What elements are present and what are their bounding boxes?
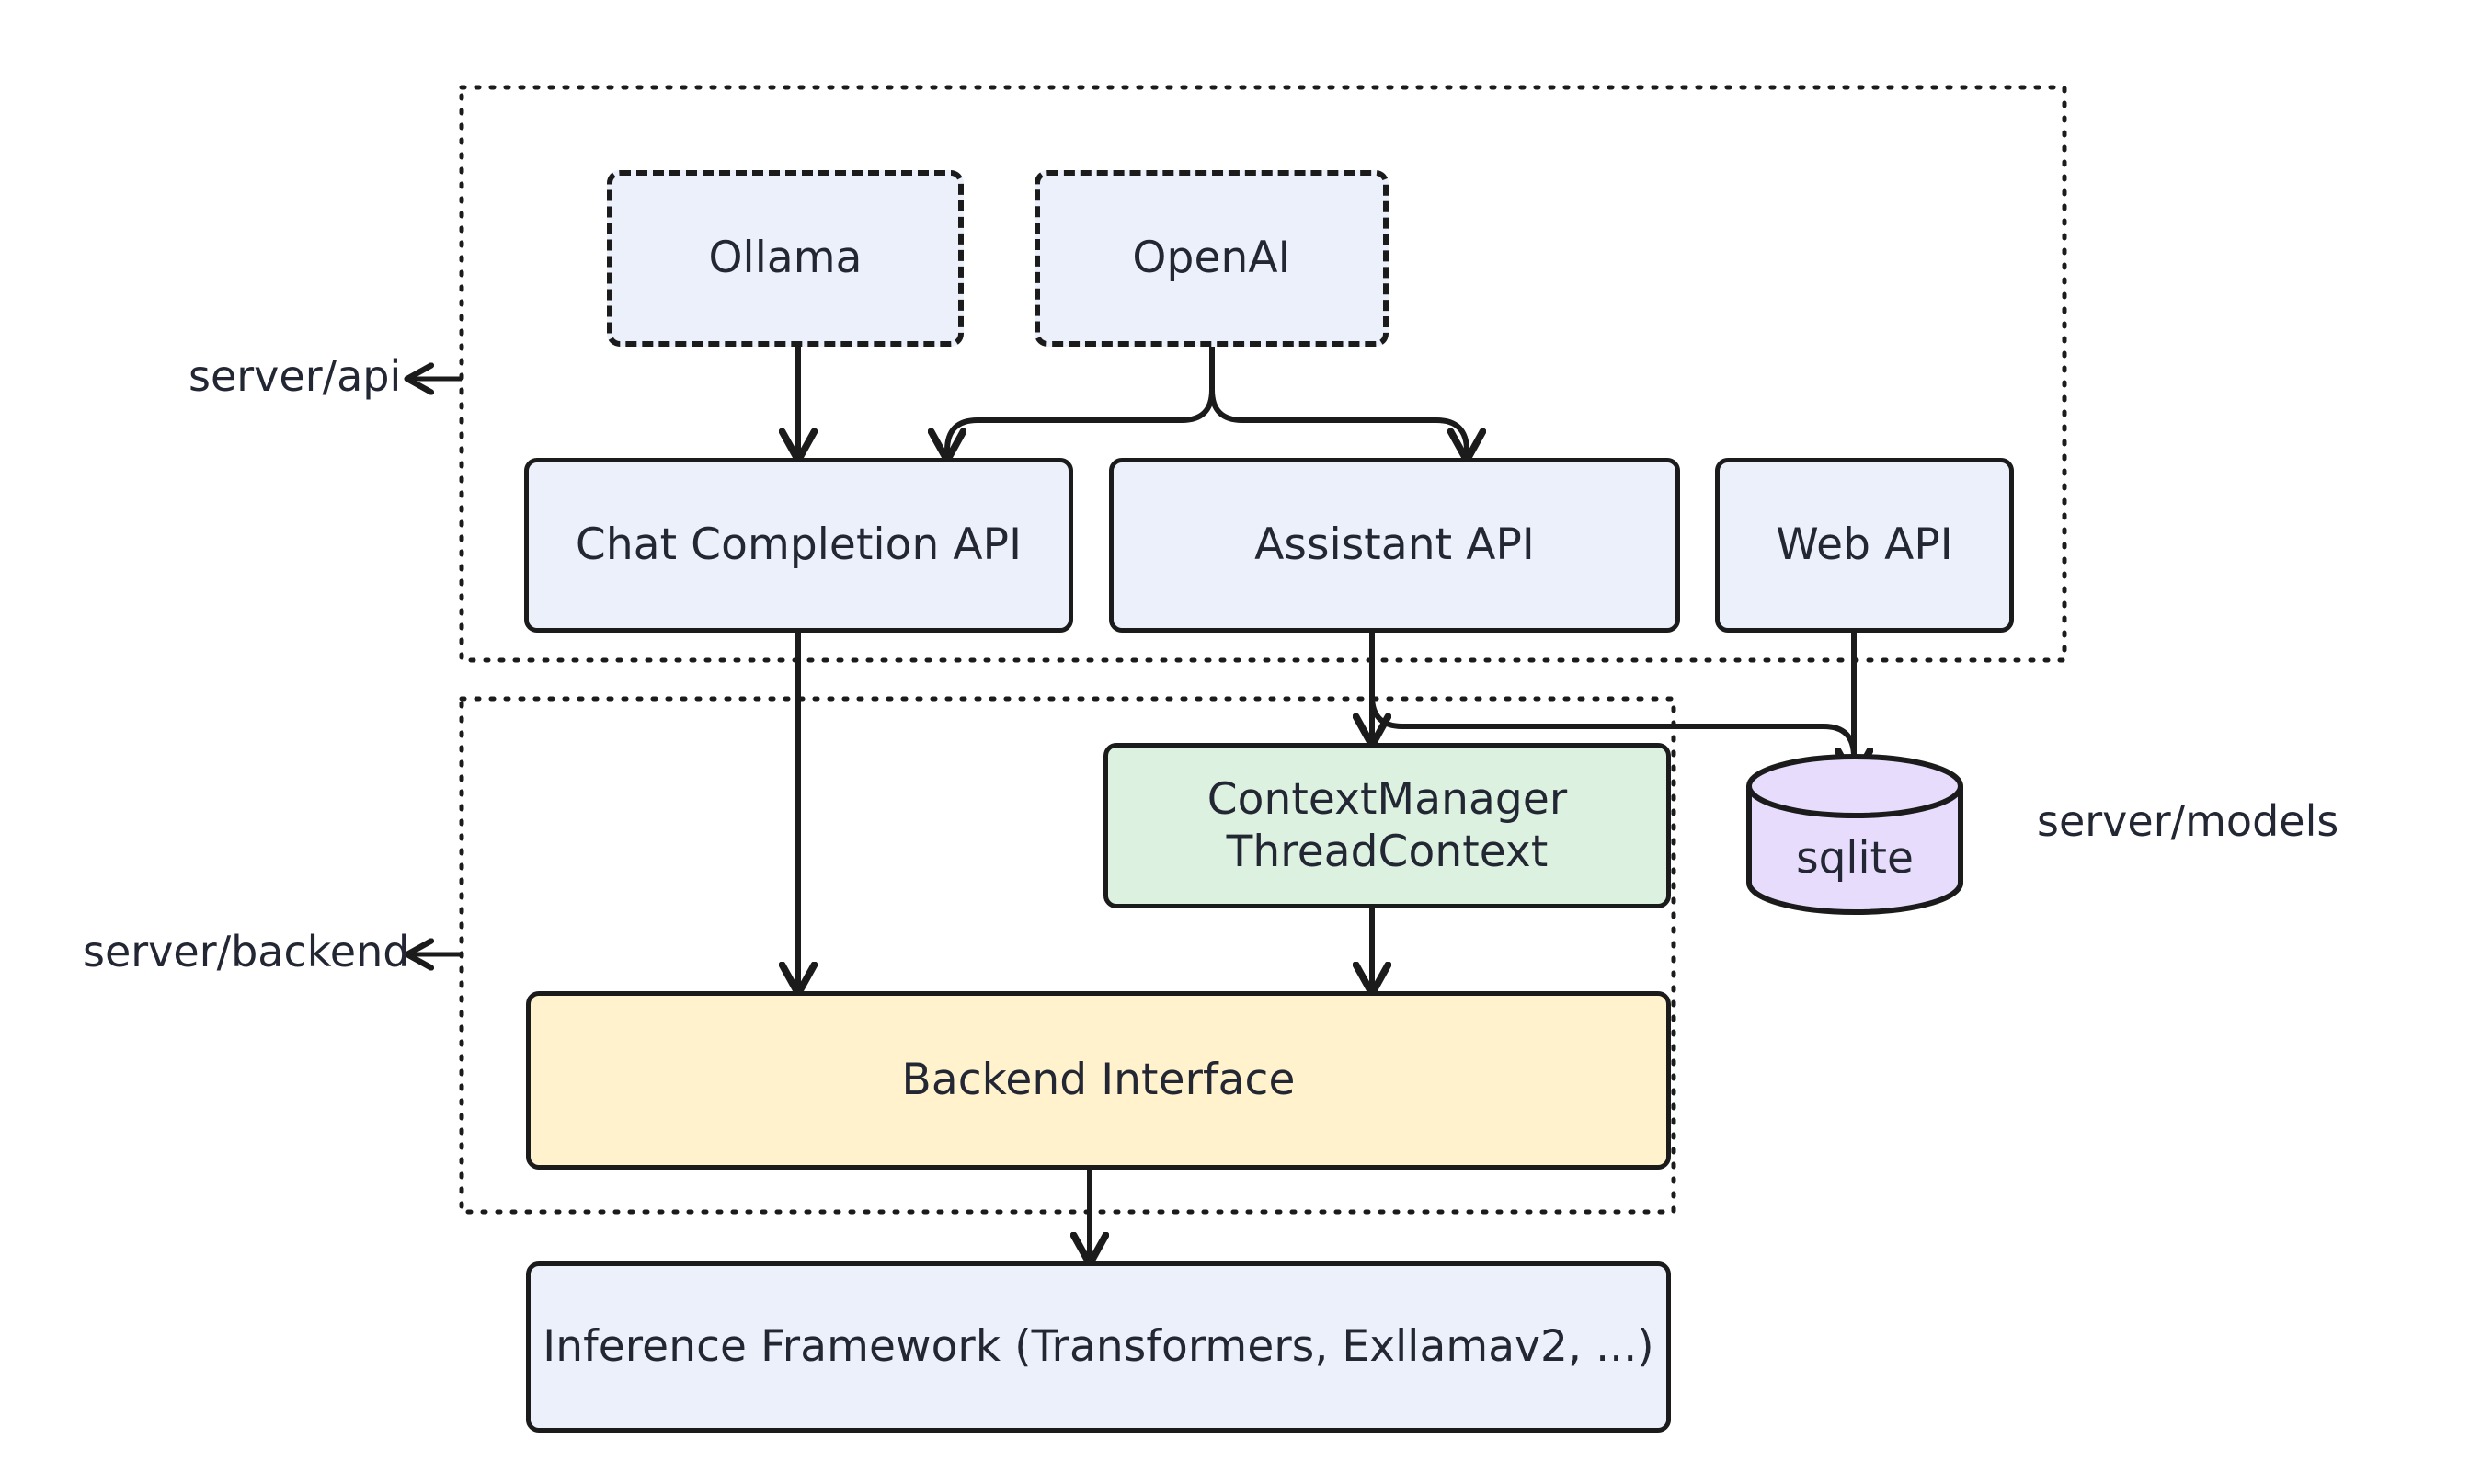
sqlite-cylinder-icon	[1746, 754, 1963, 915]
node-sqlite[interactable]: sqlite	[1744, 754, 1966, 915]
group-frame-server-api	[459, 85, 2067, 663]
group-label-server-models: server/models	[2037, 796, 2339, 846]
group-label-server-api: server/api	[189, 351, 402, 401]
node-assistant-api[interactable]: Assistant API	[1109, 458, 1680, 633]
node-inference-framework[interactable]: Inference Framework (Transformers, Exlla…	[526, 1261, 1671, 1433]
node-web-api[interactable]: Web API	[1715, 458, 2014, 633]
group-label-server-backend: server/backend	[83, 927, 410, 976]
edge-openai-to-chat-api	[947, 344, 1215, 458]
node-openai[interactable]: OpenAI	[1035, 170, 1389, 347]
node-ollama[interactable]: Ollama	[607, 170, 964, 347]
node-backend-interface[interactable]: Backend Interface	[526, 991, 1671, 1170]
node-context-manager[interactable]: ContextManager ThreadContext	[1103, 743, 1671, 908]
edge-openai-to-assistant-api	[1209, 344, 1467, 458]
node-chat-completion-api[interactable]: Chat Completion API	[524, 458, 1073, 633]
